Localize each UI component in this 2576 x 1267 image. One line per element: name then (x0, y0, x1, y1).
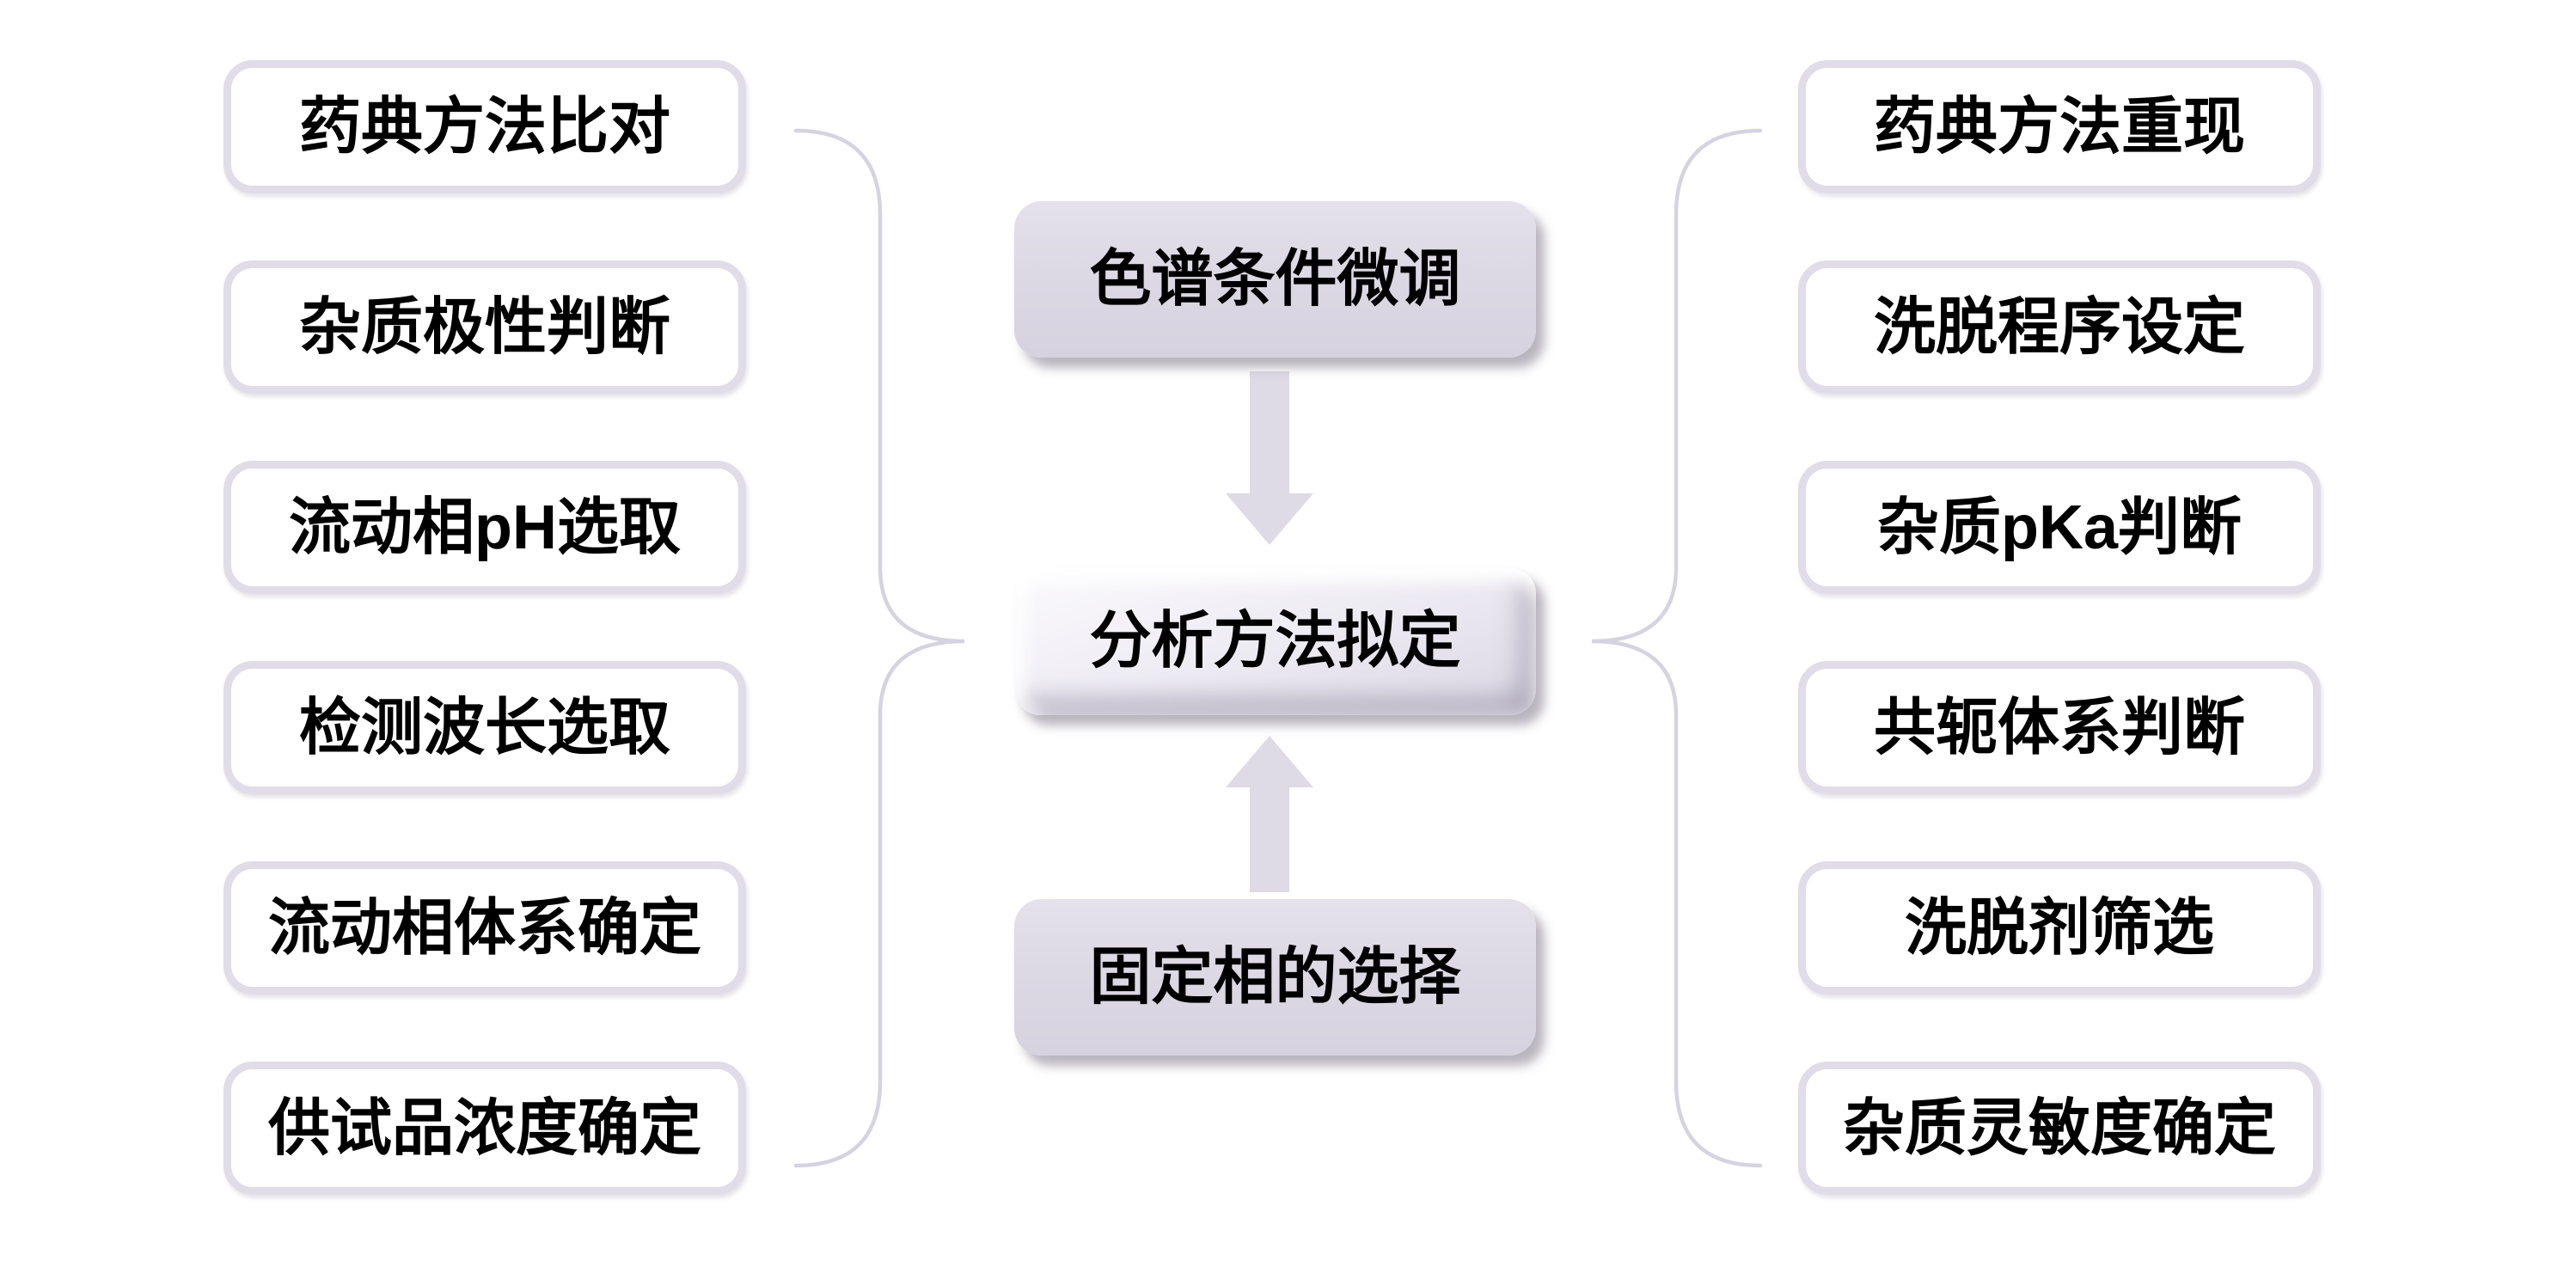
box-label: 固定相的选择 (1089, 943, 1461, 1012)
center-middle-box: 分析方法拟定 (1014, 567, 1536, 715)
box-label: 洗脱剂筛选 (1904, 893, 2214, 963)
box-label: 共轭体系判断 (1873, 693, 2245, 762)
right-box-3: 杂质pKa判断 (1798, 461, 2321, 594)
left-box-1: 药典方法比对 (223, 60, 746, 193)
left-box-5: 流动相体系确定 (223, 861, 746, 995)
box-label: 检测波长选取 (298, 693, 670, 762)
left-box-2: 杂质极性判断 (223, 260, 746, 394)
left-box-6: 供试品浓度确定 (223, 1062, 746, 1195)
right-box-6: 杂质灵敏度确定 (1798, 1062, 2321, 1195)
right-box-2: 洗脱程序设定 (1798, 260, 2321, 394)
box-label: 流动相pH选取 (289, 493, 681, 562)
up-arrow-icon (1226, 736, 1313, 892)
right-box-5: 洗脱剂筛选 (1798, 861, 2321, 995)
box-label: 杂质pKa判断 (1876, 493, 2243, 562)
left-box-4: 检测波长选取 (223, 661, 746, 794)
center-top-box: 色谱条件微调 (1014, 201, 1536, 358)
box-label: 分析方法拟定 (1089, 607, 1461, 676)
box-label: 药典方法重现 (1873, 92, 2245, 162)
box-label: 流动相体系确定 (267, 893, 701, 963)
down-arrow-icon (1226, 371, 1313, 545)
center-bottom-box: 固定相的选择 (1014, 899, 1536, 1056)
right-brace-icon (1591, 128, 1763, 1168)
box-label: 供试品浓度确定 (267, 1093, 701, 1163)
box-label: 色谱条件微调 (1089, 245, 1461, 314)
box-label: 杂质极性判断 (298, 292, 670, 362)
left-brace-icon (793, 128, 965, 1168)
right-box-1: 药典方法重现 (1798, 60, 2321, 193)
box-label: 药典方法比对 (298, 92, 670, 162)
box-label: 杂质灵敏度确定 (1842, 1093, 2276, 1163)
left-box-3: 流动相pH选取 (223, 461, 746, 594)
right-box-4: 共轭体系判断 (1798, 661, 2321, 794)
box-label: 洗脱程序设定 (1873, 292, 2245, 362)
